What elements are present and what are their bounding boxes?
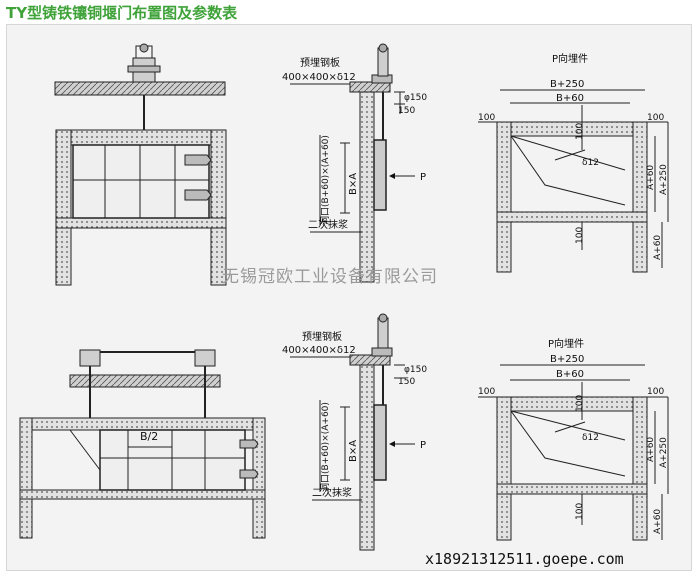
dim-a60: A+60 [646, 165, 656, 190]
half-b-label: B/2 [140, 430, 158, 443]
embed-plate-label-bottom: 预埋钢板 [302, 330, 342, 343]
dim-100-left: 100 [478, 113, 495, 123]
dim-100-left-bottom: 100 [478, 387, 495, 397]
dim-100-right-bottom: 100 [647, 387, 664, 397]
p-view-title: P向埋件 [552, 52, 588, 65]
gate-size: B×A [348, 173, 359, 195]
p-view-bottom [478, 364, 669, 541]
page-title: TY型铸铁镶铜堰门布置图及参数表 [6, 4, 238, 22]
opening-label-bottom: 洞口(B+60)×(A+60) [320, 402, 331, 492]
dim-a60-low: A+60 [653, 235, 663, 260]
dim-100-bottom: 100 [575, 227, 585, 244]
section-view-bottom [290, 313, 415, 551]
p-view-top [478, 89, 669, 273]
embed-plate-size: 400×400×δ12 [282, 72, 356, 83]
p-arrow-label-bottom: P [420, 440, 426, 451]
embed-plate-size-bottom: 400×400×δ12 [282, 345, 356, 356]
dim-150: 150 [398, 106, 415, 116]
gate-size-bottom: B×A [348, 440, 359, 462]
grout-label: 二次抹浆 [308, 218, 348, 231]
dim-150-bottom: 150 [398, 377, 415, 387]
front-view-top [54, 43, 227, 286]
dim-a60-bottom: A+60 [646, 437, 656, 462]
opening-label: 洞口(B+60)×(A+60) [320, 135, 331, 225]
dim-b60-bottom: B+60 [556, 369, 584, 380]
front-view-bottom [19, 349, 266, 539]
grout-label-bottom: 二次抹浆 [312, 486, 352, 499]
dim-b250-bottom: B+250 [550, 354, 584, 365]
phi-label: φ150 [404, 93, 427, 103]
footer-url: x18921312511.goepe.com [425, 550, 624, 568]
dim-100-top-bottom: 100 [575, 395, 585, 412]
section-view-top [290, 43, 415, 283]
dim-a250-bottom: A+250 [659, 437, 669, 468]
dim-100-bottom-bottom: 100 [575, 503, 585, 520]
delta-label: δ12 [582, 158, 599, 168]
dim-a250: A+250 [659, 164, 669, 195]
embed-plate-label: 预埋钢板 [300, 56, 340, 69]
dim-100-top: 100 [575, 123, 585, 140]
watermark-text: 无锡冠欧工业设备有限公司 [222, 267, 438, 287]
dim-100-right: 100 [647, 113, 664, 123]
dim-b60: B+60 [556, 93, 584, 104]
delta-label-bottom: δ12 [582, 433, 599, 443]
dim-b250: B+250 [550, 79, 584, 90]
phi-label-bottom: φ150 [404, 365, 427, 375]
p-arrow-label: P [420, 172, 426, 183]
dim-a60-low-bottom: A+60 [653, 509, 663, 534]
p-view-title-bottom: P向埋件 [548, 337, 584, 350]
